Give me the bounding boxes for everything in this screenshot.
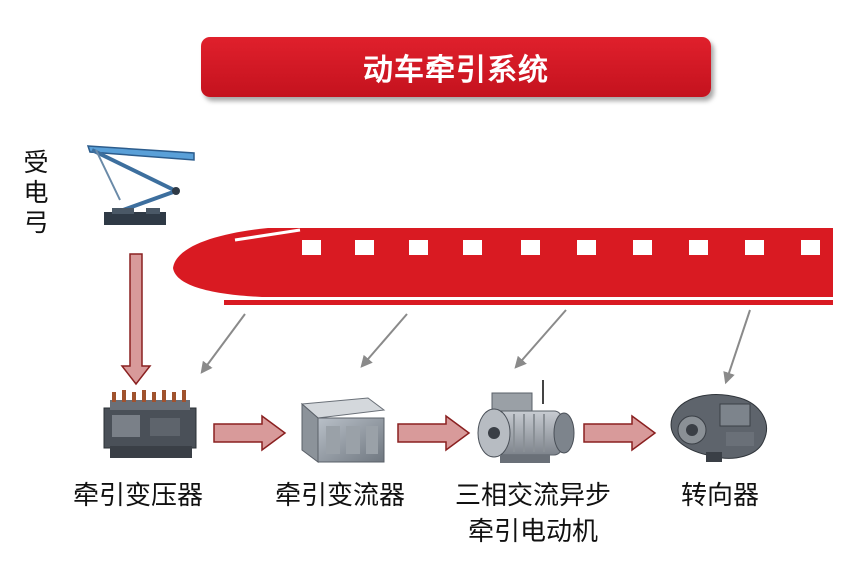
flow-arrow xyxy=(397,414,471,452)
pointer-arrow xyxy=(360,313,408,368)
pantograph-label: 受电弓 xyxy=(20,148,52,238)
page-title: 动车牵引系统 xyxy=(363,53,549,88)
train-pointer-arrows xyxy=(200,309,751,385)
pantograph-label-text: 受电弓 xyxy=(23,148,49,237)
bogie-label: 转向器 xyxy=(664,478,776,514)
converter-icon xyxy=(300,397,386,463)
motor-label: 三相交流异步 牵引电动机 xyxy=(440,478,626,550)
converter-label: 牵引变流器 xyxy=(264,478,416,514)
pointer-arrow xyxy=(200,313,246,374)
transformer-label-text: 牵引变压器 xyxy=(72,481,203,511)
converter-label-text: 牵引变流器 xyxy=(274,481,405,511)
pantograph-to-transformer-arrow xyxy=(120,253,152,386)
title-banner: 动车牵引系统 xyxy=(201,37,711,97)
bogie-label-text: 转向器 xyxy=(680,481,759,511)
flow-arrow xyxy=(213,414,287,452)
transformer-icon xyxy=(103,390,197,458)
motor-label-line2: 牵引电动机 xyxy=(467,517,598,547)
train-icon xyxy=(173,228,833,305)
bogie-icon xyxy=(670,394,767,462)
motor-icon xyxy=(477,380,575,463)
transformer-label: 牵引变压器 xyxy=(62,478,214,514)
pantograph-icon xyxy=(86,145,195,225)
pointer-arrow xyxy=(514,309,567,369)
motor-label-line1: 三相交流异步 xyxy=(454,481,611,511)
pointer-arrow xyxy=(723,309,751,385)
flow-arrow xyxy=(583,414,657,452)
